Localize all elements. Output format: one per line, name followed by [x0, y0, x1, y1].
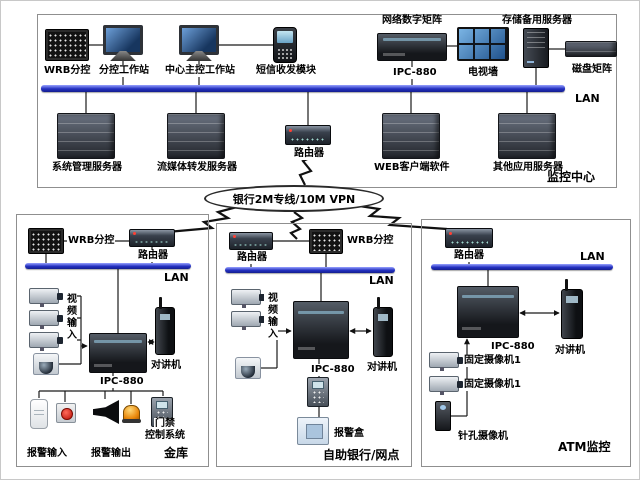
- vault-box: [16, 214, 209, 467]
- branch-dome-camera-icon: [235, 357, 261, 379]
- label-atm-ipc: IPC-880: [490, 341, 536, 353]
- label-branch-alarm-box: 报警盒: [333, 428, 365, 440]
- atm-box: [421, 219, 631, 467]
- label-vault-video-in: 视频输入: [63, 293, 77, 341]
- label-mc-srv-stream: 流媒体转发服务器: [156, 162, 238, 174]
- panic-button-icon: [56, 403, 76, 423]
- label-branch-lan: LAN: [368, 274, 395, 288]
- label-vault-intercom: 对讲机: [150, 360, 182, 372]
- vault-dome-camera-icon: [33, 353, 59, 375]
- branch-camera-2-icon: [231, 311, 265, 330]
- label-mc-lan: LAN: [574, 92, 601, 106]
- label-vault-section: 金库: [163, 446, 190, 461]
- label-mc-section: 监控中心: [546, 170, 597, 185]
- lan-bus-branch: [225, 267, 395, 273]
- storage-server-tower-icon: [523, 28, 549, 68]
- lan-bus-atm: [431, 264, 613, 270]
- label-mc-disk: 磁盘矩阵: [571, 64, 613, 76]
- atm-fixed-camera-1-icon: [429, 352, 463, 371]
- vault-ipc880-icon: [89, 333, 147, 373]
- label-mc-matrix-title: 网络数字矩阵: [381, 15, 443, 27]
- atm-walkie-talkie-icon: [561, 279, 583, 339]
- streaming-server-icon: [167, 113, 225, 159]
- label-vault-access-1: 门禁: [154, 418, 176, 430]
- atm-fixed-camera-2-icon: [429, 376, 463, 395]
- branch-keypad-icon: [307, 377, 329, 407]
- label-branch-ipc: IPC-880: [310, 364, 356, 376]
- other-app-server-icon: [498, 113, 556, 159]
- atm-ipc880-icon: [457, 286, 519, 338]
- branch-router-icon: [229, 232, 273, 250]
- label-atm-section: ATM监控: [557, 440, 612, 455]
- wan-label: 银行2M专线/10M VPN: [232, 192, 356, 206]
- branch-walkie-talkie-icon: [373, 297, 393, 357]
- vault-camera-1-icon: [29, 288, 63, 307]
- branch-wrb-controller-icon: [309, 229, 343, 254]
- label-mc-router: 路由器: [293, 148, 325, 160]
- branch-camera-1-icon: [231, 289, 265, 308]
- label-vault-alarm-out: 报警输出: [90, 448, 132, 460]
- digital-matrix-device-icon: [377, 33, 447, 61]
- pir-sensor-icon: [30, 399, 48, 429]
- label-mc-matrix-dev: IPC-880: [392, 67, 438, 79]
- label-atm-intercom: 对讲机: [554, 345, 586, 357]
- atm-router-icon: [445, 228, 493, 248]
- branch-ipc880-icon: [293, 301, 349, 359]
- label-branch-intercom: 对讲机: [366, 362, 398, 374]
- vault-walkie-talkie-icon: [155, 297, 175, 355]
- vault-router-icon: [129, 229, 175, 247]
- label-branch-section: 自助银行/网点: [322, 448, 401, 463]
- label-vault-access-2: 控制系统: [144, 430, 186, 442]
- tv-wall-icon: [457, 27, 509, 61]
- label-mc-ws2: 中心主控工作站: [164, 65, 236, 77]
- label-branch-router: 路由器: [236, 252, 268, 264]
- label-mc-sms: 短信收发模块: [255, 65, 317, 77]
- web-client-server-icon: [382, 113, 440, 159]
- label-mc-wrb: WRB分控: [43, 65, 92, 77]
- center-router-icon: [285, 125, 331, 145]
- lan-bus-vault: [25, 263, 191, 269]
- vault-camera-2-icon: [29, 310, 63, 329]
- system-management-server-icon: [57, 113, 115, 159]
- label-branch-video-in: 视频输入: [264, 292, 278, 340]
- pinhole-camera-icon: [435, 401, 451, 431]
- wan-cloud: 银行2M专线/10M VPN: [204, 185, 384, 212]
- label-vault-alarm-in: 报警输入: [26, 448, 68, 460]
- label-mc-tvwall: 电视墙: [467, 67, 499, 79]
- label-atm-router: 路由器: [453, 250, 485, 262]
- label-vault-ipc: IPC-880: [99, 376, 145, 388]
- label-vault-wrb: WRB分控: [67, 235, 116, 247]
- label-atm-pinhole: 针孔摄像机: [457, 431, 509, 443]
- vault-wrb-controller-icon: [28, 228, 64, 254]
- strobe-light-icon: [122, 405, 141, 423]
- label-mc-web: WEB客户端软件: [373, 162, 451, 174]
- label-atm-lan: LAN: [579, 250, 606, 264]
- label-vault-router: 路由器: [137, 250, 169, 262]
- label-vault-lan: LAN: [163, 271, 190, 285]
- vault-camera-3-icon: [29, 332, 63, 351]
- label-mc-srv-sys: 系统管理服务器: [51, 162, 123, 174]
- branch-box: [216, 223, 412, 467]
- label-atm-cam1: 固定摄像机1: [463, 355, 522, 367]
- disk-array-icon: [565, 41, 617, 57]
- alarm-box-icon: [297, 417, 329, 445]
- wrb-controller-icon: [45, 29, 89, 61]
- label-mc-srv-other: 其他应用服务器: [492, 162, 564, 174]
- label-branch-wrb: WRB分控: [346, 235, 395, 247]
- sms-module-phone-icon: [273, 27, 297, 63]
- label-mc-storage: 存储备用服务器: [501, 15, 573, 27]
- main-workstation-monitor-icon: [179, 25, 219, 61]
- lightning-links: [166, 146, 448, 240]
- label-mc-ws1: 分控工作站: [98, 65, 150, 77]
- label-atm-cam2: 固定摄像机1: [463, 379, 522, 391]
- workstation-monitor-icon: [103, 25, 143, 61]
- lan-bus-main: [41, 85, 565, 92]
